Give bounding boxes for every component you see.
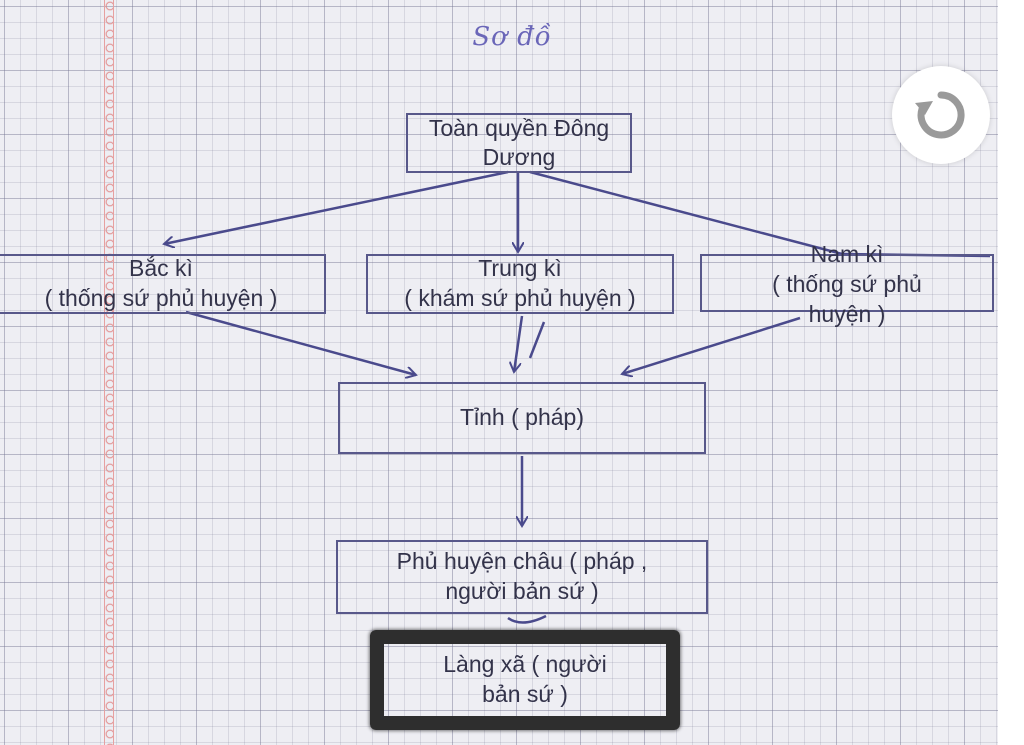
node-tinh: Tỉnh ( pháp) bbox=[338, 382, 706, 454]
refresh-button[interactable] bbox=[892, 66, 990, 164]
node-trung-ki: Trung kì ( khám sứ phủ huyện ) bbox=[366, 254, 674, 314]
node-toan-quyen-dong-duong: Toàn quyền Đông Dương bbox=[406, 113, 632, 173]
node-lang-line2: bản sứ ) bbox=[482, 681, 568, 707]
arrow-bac-to-tinh bbox=[185, 310, 416, 375]
refresh-icon bbox=[915, 91, 965, 139]
node-lang-xa: Làng xã ( người bản sứ ) bbox=[370, 630, 680, 730]
node-top-line2: Dương bbox=[482, 144, 556, 170]
arrow-trung-mark bbox=[528, 321, 546, 359]
node-phu-line2: người bản sứ ) bbox=[445, 578, 599, 604]
arrow-phu-to-lang bbox=[507, 614, 547, 624]
node-top-line1: Toàn quyền Đông bbox=[428, 115, 610, 142]
node-phu-line1: Phủ huyện châu ( pháp , bbox=[396, 548, 648, 575]
node-trung-line2: ( khám sứ phủ huyện ) bbox=[404, 285, 636, 311]
node-nam-line2: ( thống sứ phủ bbox=[772, 270, 922, 297]
notebook-margin bbox=[104, 0, 114, 745]
node-tinh-line1: Tỉnh ( pháp) bbox=[459, 404, 584, 431]
node-bac-line2: ( thống sứ phủ huyện ) bbox=[44, 285, 278, 311]
node-trung-line1: Trung kì bbox=[478, 255, 562, 282]
node-bac-line1: Bắc kì bbox=[129, 255, 193, 282]
arrow-top-to-bac bbox=[164, 170, 509, 244]
graph-paper bbox=[0, 0, 998, 745]
node-nam-line1: Nam kì bbox=[810, 241, 884, 267]
node-nam-line3: huyện ) bbox=[808, 300, 886, 327]
node-phu-huyen-chau: Phủ huyện châu ( pháp , người bản sứ ) bbox=[336, 540, 708, 614]
arrow-trung-to-tinh bbox=[514, 315, 524, 372]
diagram-title: Sơ đồ bbox=[472, 22, 552, 52]
node-lang-line1: Làng xã ( người bbox=[443, 651, 607, 678]
arrow-top-to-nam bbox=[529, 170, 843, 256]
node-nam-ki: Nam kì ( thống sứ phủ huyện ) bbox=[700, 241, 994, 327]
node-bac-ki: Bắc kì ( thống sứ phủ huyện ) bbox=[0, 254, 326, 314]
arrow-nam-to-tinh bbox=[622, 316, 801, 374]
